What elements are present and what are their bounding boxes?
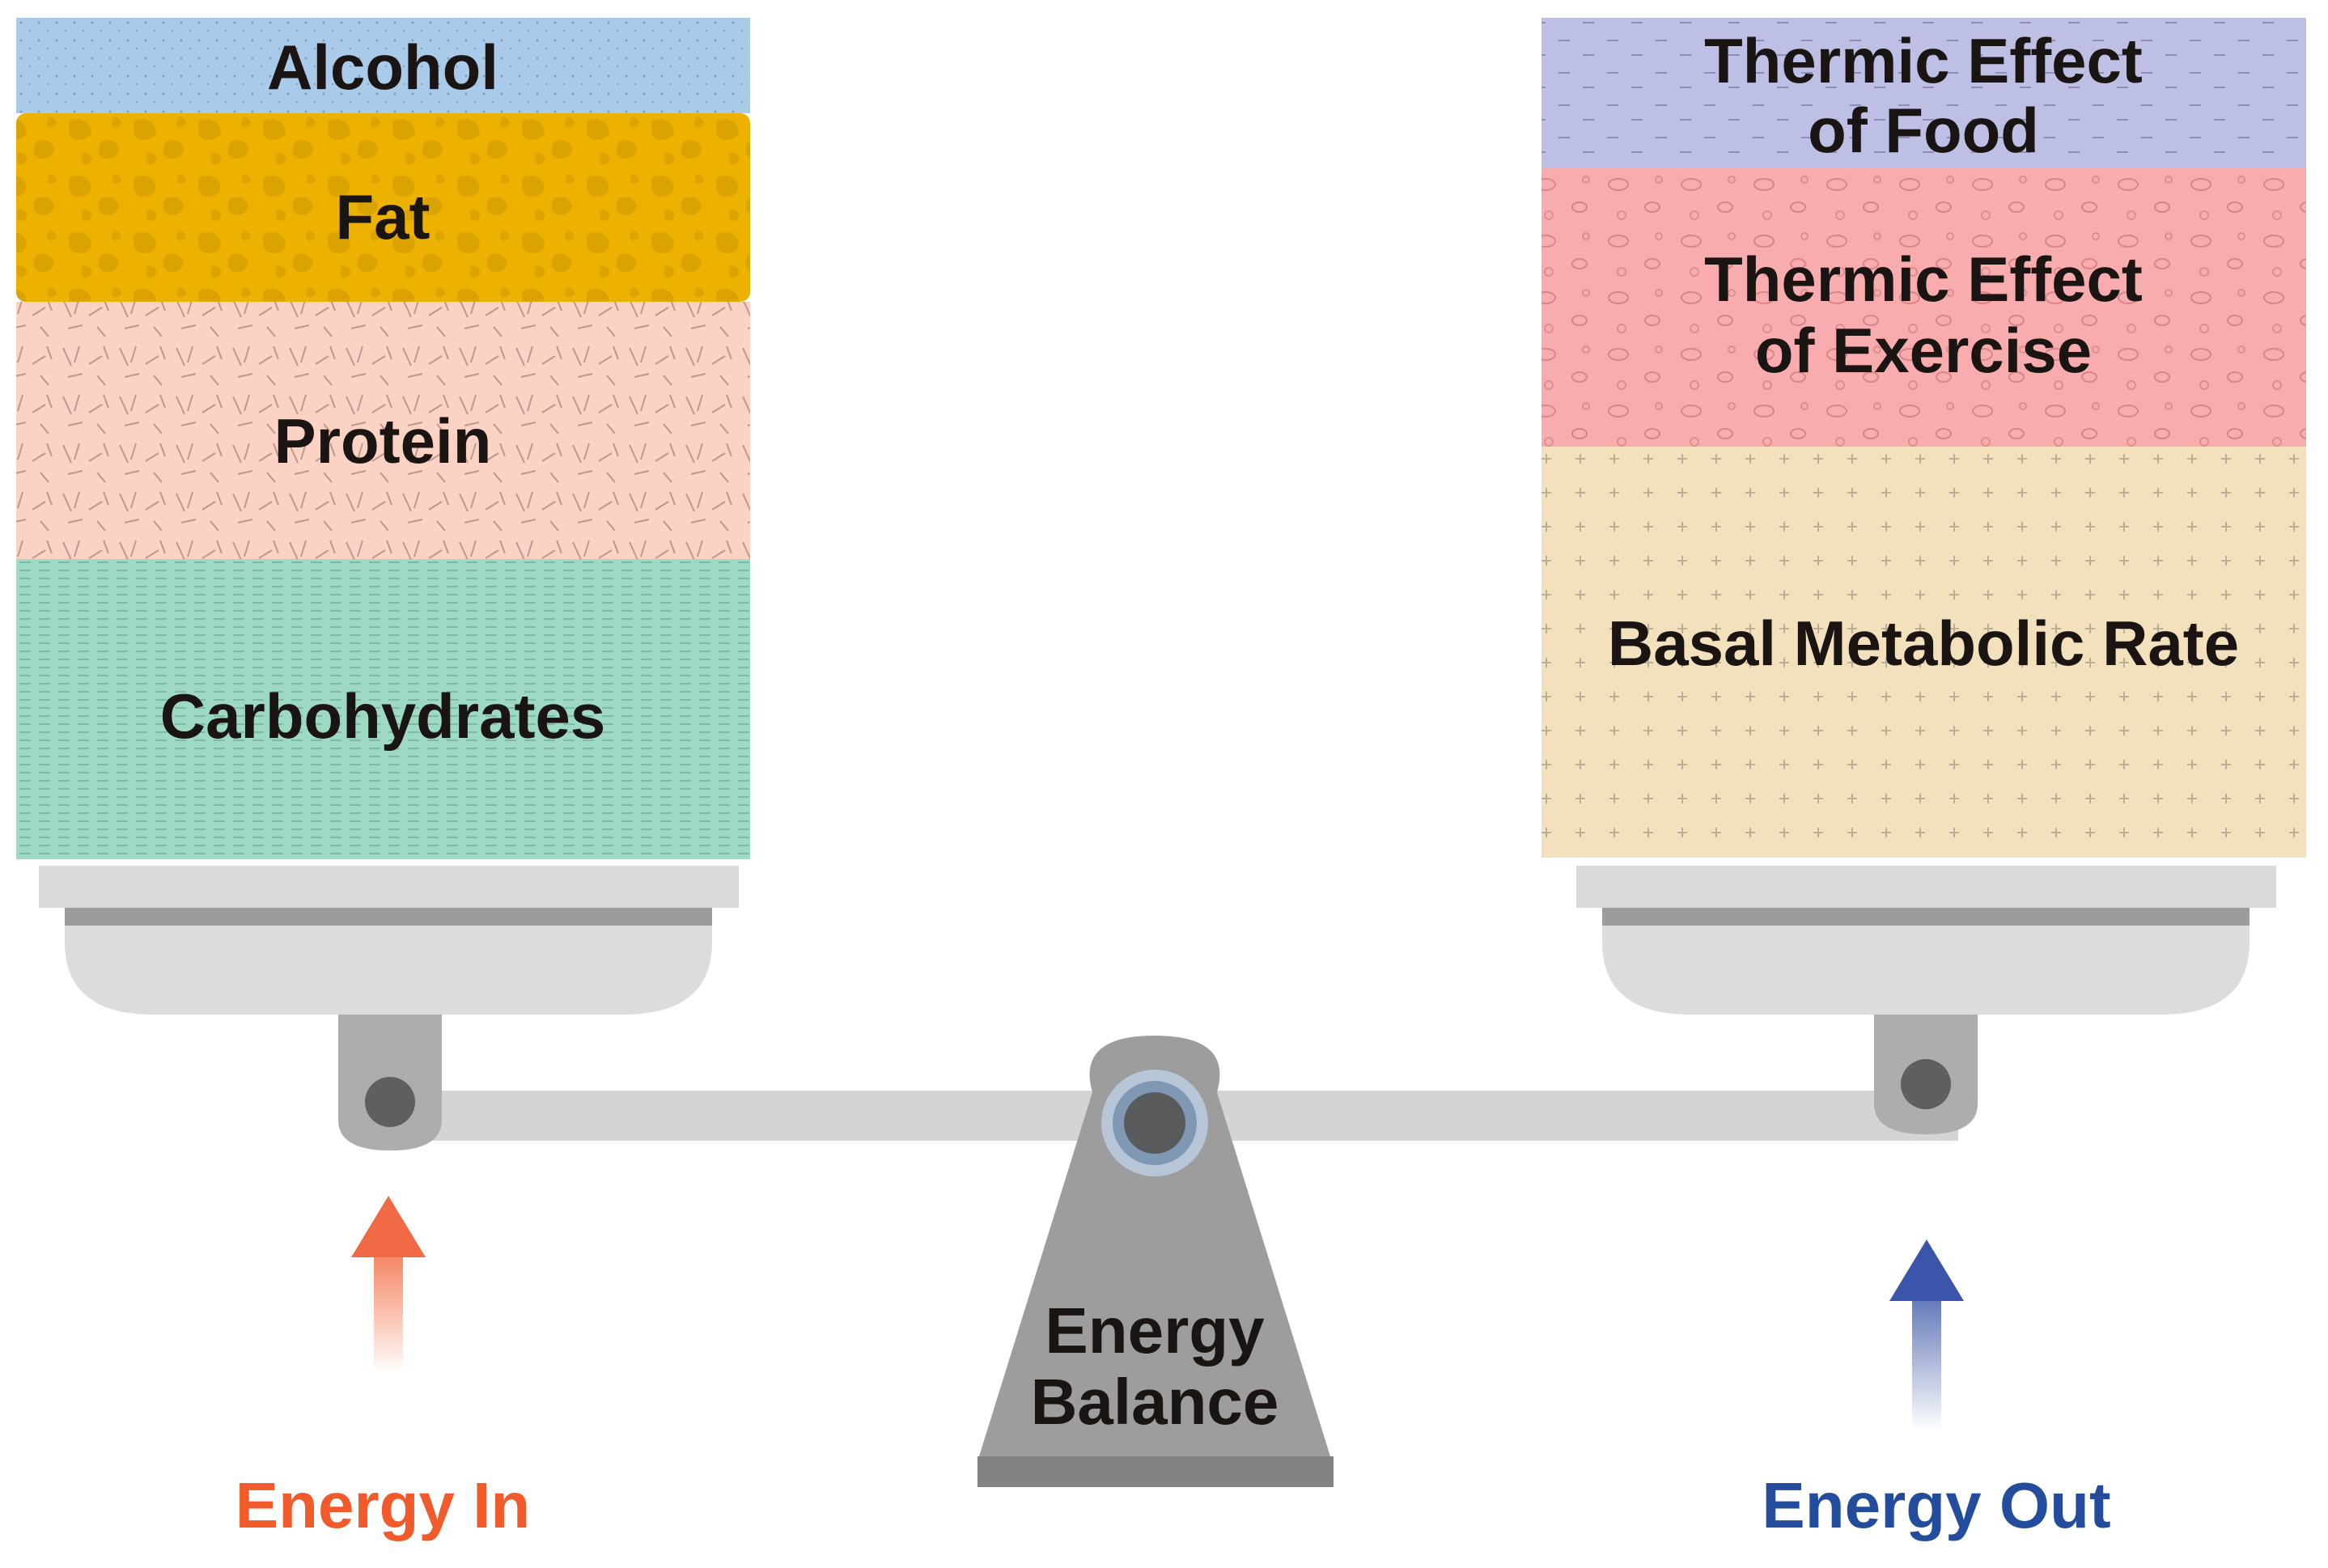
alcohol-label: Alcohol	[267, 32, 498, 103]
fulcrum: Energy Balance	[977, 1036, 1334, 1487]
alcohol-layer: Alcohol	[16, 18, 750, 113]
energy-out-stack: Thermic Effect of Food Thermic Effect of…	[1541, 18, 2306, 858]
energy-in-arrow-head	[351, 1196, 426, 1257]
fulcrum-label-line2: Balance	[1031, 1366, 1279, 1438]
protein-label: Protein	[274, 405, 492, 477]
energy-out-label: Energy Out	[1762, 1469, 2110, 1541]
energy-out-arrow-shaft	[1912, 1298, 1941, 1430]
energy-in-arrow	[351, 1196, 426, 1374]
energy-in-label: Energy In	[235, 1469, 531, 1541]
bmr-label: Basal Metabolic Rate	[1608, 608, 2239, 679]
thermic-food-label-line2: of Food	[1808, 95, 2039, 166]
scale: Energy Balance	[39, 866, 2276, 1487]
left-hanger	[338, 1015, 442, 1151]
protein-layer: Protein	[16, 302, 750, 559]
bmr-layer: Basal Metabolic Rate	[1541, 447, 2306, 858]
energy-in-stack: Alcohol Fat Protein Carbohydrates	[16, 18, 750, 859]
thermic-exercise-label-line2: of Exercise	[1755, 315, 2092, 386]
energy-in-arrow-shaft	[374, 1252, 403, 1374]
thermic-exercise-layer: Thermic Effect of Exercise	[1541, 167, 2306, 447]
fulcrum-label-line1: Energy	[1045, 1295, 1265, 1367]
right-hanger	[1874, 1015, 1978, 1134]
thermic-exercise-label-line1: Thermic Effect	[1704, 244, 2143, 315]
energy-out-arrow	[1889, 1240, 1964, 1430]
carbohydrates-layer: Carbohydrates	[16, 559, 750, 859]
left-pan	[39, 866, 739, 1015]
fat-layer: Fat	[16, 113, 750, 302]
thermic-food-layer: Thermic Effect of Food	[1541, 18, 2306, 167]
fat-label: Fat	[336, 181, 430, 252]
carbohydrates-label: Carbohydrates	[160, 680, 606, 752]
energy-out-arrow-head	[1889, 1240, 1964, 1301]
right-pan	[1576, 866, 2276, 1015]
thermic-food-label-line1: Thermic Effect	[1704, 25, 2143, 96]
